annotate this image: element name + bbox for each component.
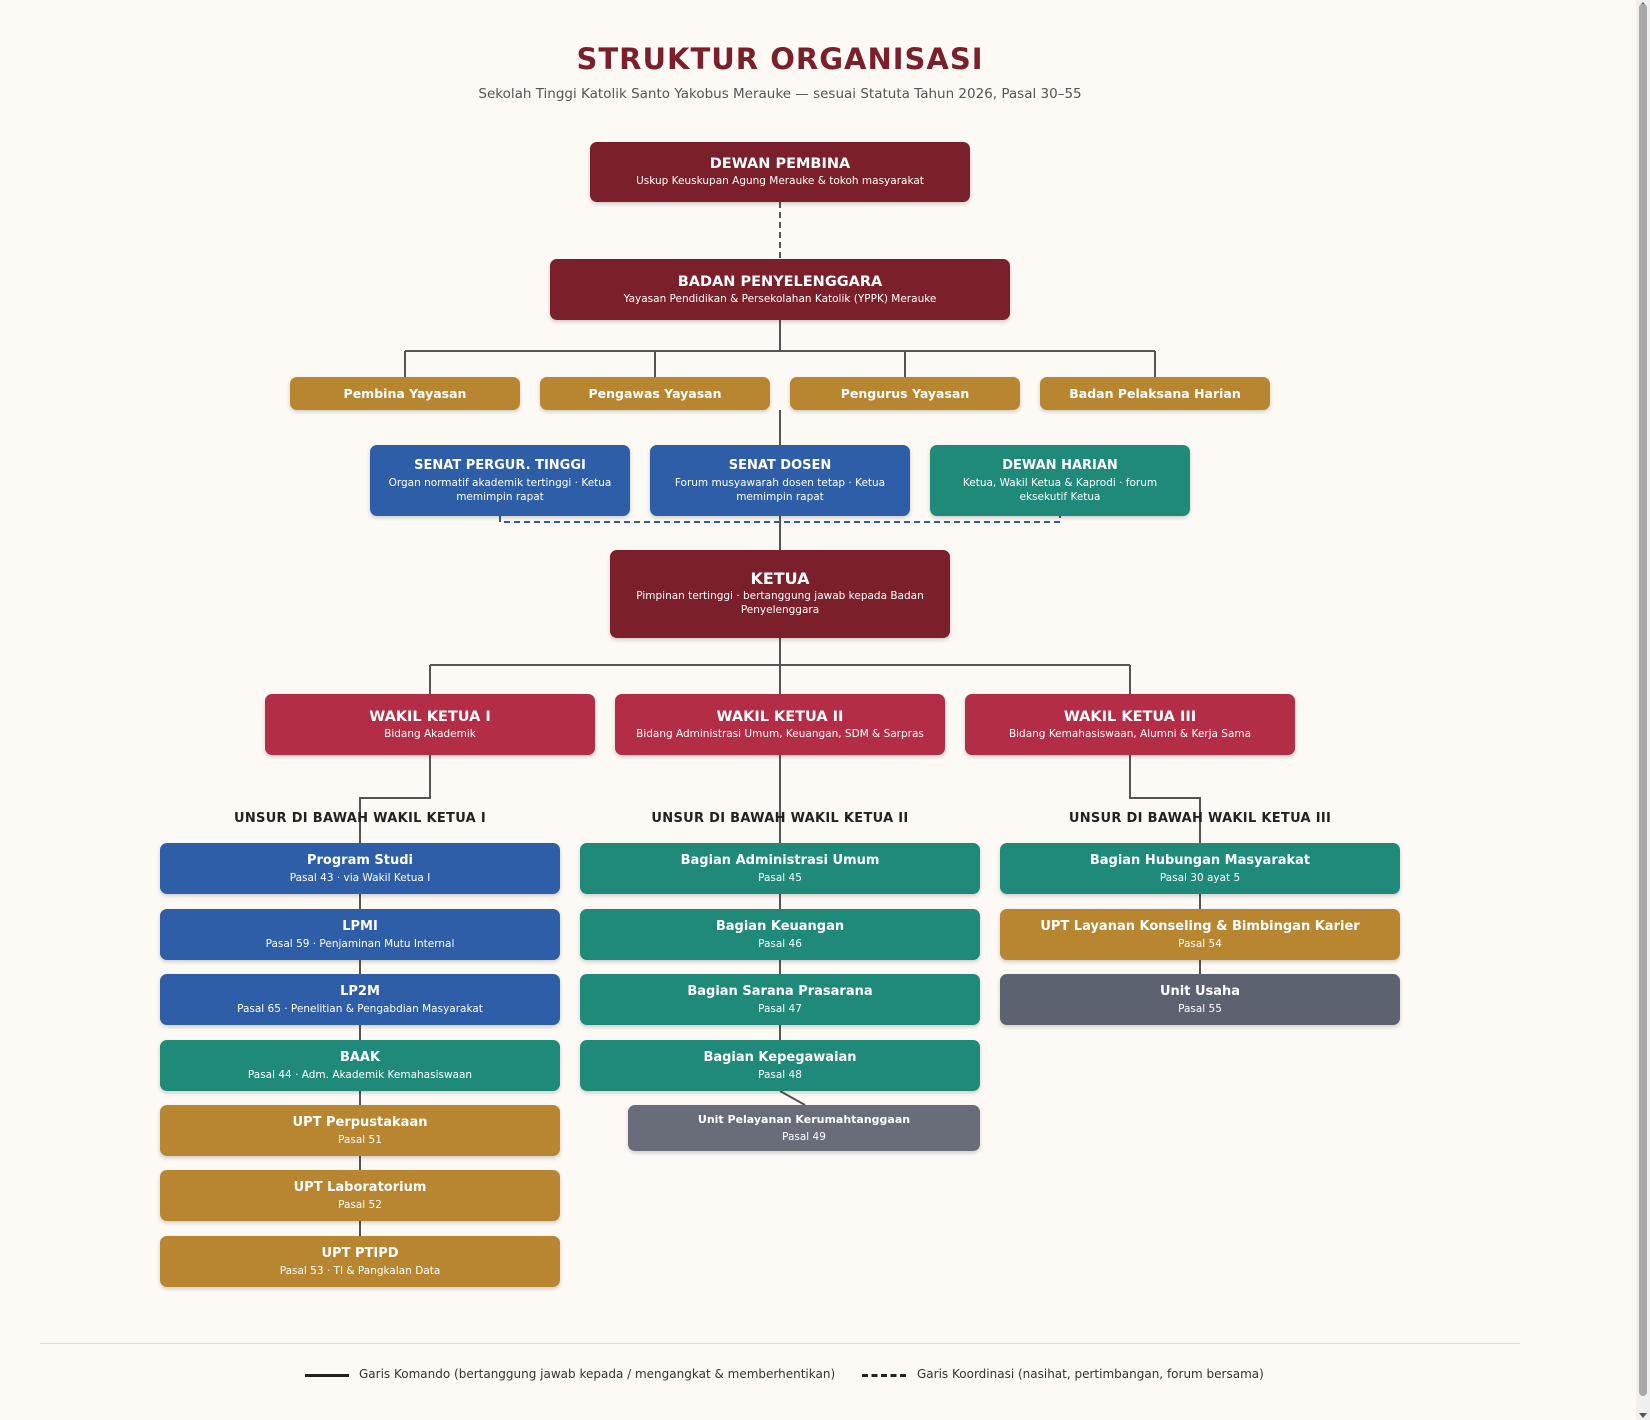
- unit-sub: Pasal 45: [758, 871, 802, 884]
- unit-title: Unit Pelayanan Kerumahtanggaan: [697, 1113, 911, 1126]
- pengawas-yayasan-box: Pengawas Yayasan: [540, 377, 770, 410]
- vertical-scrollbar[interactable]: [1636, 0, 1650, 1420]
- wakil-ketua-3-title: WAKIL KETUA III: [1063, 708, 1197, 725]
- line-col2-sub: [779, 1090, 806, 1106]
- unit-bagian-administrasi-umum: Bagian Administrasi Umum Pasal 45: [580, 843, 980, 894]
- unit-title: Bagian Kepegawaian: [703, 1049, 857, 1065]
- senat-dosen-title: SENAT DOSEN: [728, 457, 832, 473]
- ketua-box: KETUA Pimpinan tertinggi · bertanggung j…: [610, 550, 950, 638]
- unit-title: Bagian Keuangan: [715, 918, 845, 934]
- unit-title: BAAK: [339, 1049, 381, 1065]
- unit-title: UPT Layanan Konseling & Bimbingan Karier: [1040, 918, 1360, 934]
- badan-penyelenggara-box: BADAN PENYELENGGARA Yayasan Pendidikan &…: [550, 259, 1010, 320]
- legend-solid-line: [305, 1374, 349, 1377]
- senat-pt-box: SENAT PERGUR. TINGGI Organ normatif akad…: [370, 445, 630, 516]
- wakil-ketua-3-box: WAKIL KETUA III Bidang Kemahasiswaan, Al…: [965, 694, 1295, 755]
- page-title: STRUKTUR ORGANISASI: [576, 42, 984, 76]
- unit-title: Unit Usaha: [1159, 983, 1241, 999]
- unit-upt-layanan-konseling: UPT Layanan Konseling & Bimbingan Karier…: [1000, 909, 1400, 960]
- legend-komando-label: Garis Komando (bertanggung jawab kepada …: [359, 1367, 836, 1381]
- unit-sub: Pasal 30 ayat 5: [1159, 871, 1241, 884]
- unit-title: LPMI: [342, 918, 378, 934]
- unit-sub: Pasal 59 · Penjaminan Mutu Internal: [265, 937, 455, 950]
- unit-title: Program Studi: [306, 852, 414, 868]
- pembina-yayasan-label: Pembina Yayasan: [343, 385, 467, 401]
- pengurus-yayasan-box: Pengurus Yayasan: [790, 377, 1020, 410]
- unit-title: Bagian Sarana Prasarana: [687, 983, 873, 999]
- unit-sub: Pasal 48: [758, 1068, 802, 1081]
- wakil-ketua-2-box: WAKIL KETUA II Bidang Administrasi Umum,…: [615, 694, 945, 755]
- wakil-ketua-1-box: WAKIL KETUA I Bidang Akademik: [265, 694, 595, 755]
- unit-bagian-sarana-prasarana: Bagian Sarana Prasarana Pasal 47: [580, 974, 980, 1025]
- pembina-yayasan-box: Pembina Yayasan: [290, 377, 520, 410]
- unit-baak: BAAK Pasal 44 · Adm. Akademik Kemahasisw…: [160, 1040, 560, 1091]
- unit-upt-perpustakaan: UPT Perpustakaan Pasal 51: [160, 1105, 560, 1156]
- unit-sub: Pasal 47: [758, 1002, 802, 1015]
- heading-wakil-3: UNSUR DI BAWAH WAKIL KETUA III: [1068, 811, 1332, 826]
- heading-wakil-1: UNSUR DI BAWAH WAKIL KETUA I: [234, 811, 486, 826]
- unit-sub: Pasal 43 · via Wakil Ketua I: [289, 871, 431, 884]
- scroll-down-icon[interactable]: [1639, 1413, 1647, 1418]
- dewan-harian-sub: Ketua, Wakil Ketua & Kaprodi · forum eks…: [962, 476, 1158, 503]
- unit-usaha: Unit Usaha Pasal 55: [1000, 974, 1400, 1025]
- pengawas-yayasan-label: Pengawas Yayasan: [588, 385, 722, 401]
- unit-title: Bagian Hubungan Masyarakat: [1089, 852, 1311, 868]
- unit-lp2m: LP2M Pasal 65 · Penelitian & Pengabdian …: [160, 974, 560, 1025]
- senat-pt-sub: Organ normatif akademik tertinggi · Ketu…: [388, 476, 612, 503]
- badan-pelaksana-harian-label: Badan Pelaksana Harian: [1069, 385, 1241, 401]
- unit-upt-laboratorium: UPT Laboratorium Pasal 52: [160, 1170, 560, 1221]
- wakil-ketua-2-title: WAKIL KETUA II: [716, 708, 844, 725]
- unit-sub: Pasal 49: [782, 1131, 826, 1143]
- dewan-pembina-sub: Uskup Keuskupan Agung Merauke & tokoh ma…: [636, 175, 924, 187]
- senat-dosen-sub: Forum musyawarah dosen tetap · Ketua mem…: [674, 476, 886, 503]
- wakil-ketua-3-sub: Bidang Kemahasiswaan, Alumni & Kerja Sam…: [1008, 727, 1252, 740]
- wakil-ketua-1-title: WAKIL KETUA I: [369, 708, 491, 725]
- legend-divider: [40, 1343, 1520, 1344]
- wakil-ketua-1-sub: Bidang Akademik: [384, 727, 476, 740]
- unit-program-studi: Program Studi Pasal 43 · via Wakil Ketua…: [160, 843, 560, 894]
- unit-title: Bagian Administrasi Umum: [680, 852, 880, 868]
- unit-title: LP2M: [340, 983, 380, 999]
- dewan-pembina-title: DEWAN PEMBINA: [709, 156, 851, 172]
- badan-title: BADAN PENYELENGGARA: [677, 273, 883, 290]
- unit-sub: Pasal 46: [758, 937, 802, 950]
- badan-pelaksana-harian-box: Badan Pelaksana Harian: [1040, 377, 1270, 410]
- unit-title: UPT PTIPD: [321, 1245, 399, 1261]
- line-wakil1-col1: [359, 755, 431, 843]
- unit-sub: Pasal 53 · TI & Pangkalan Data: [279, 1264, 441, 1277]
- ketua-title: KETUA: [750, 569, 810, 588]
- page-subtitle: Sekolah Tinggi Katolik Santo Yakobus Mer…: [478, 86, 1082, 102]
- unit-sub: Pasal 54: [1178, 937, 1222, 950]
- line-koordinasi-senat: [499, 516, 1061, 523]
- wakil-ketua-2-sub: Bidang Administrasi Umum, Keuangan, SDM …: [636, 727, 924, 740]
- unit-sub: Pasal 51: [338, 1133, 382, 1146]
- unit-title: UPT Perpustakaan: [292, 1114, 428, 1130]
- legend-dashed-line: [862, 1374, 906, 1377]
- dewan-harian-title: DEWAN HARIAN: [1002, 457, 1118, 473]
- unit-upt-ptipd: UPT PTIPD Pasal 53 · TI & Pangkalan Data: [160, 1236, 560, 1287]
- unit-lpmi: LPMI Pasal 59 · Penjaminan Mutu Internal: [160, 909, 560, 960]
- senat-dosen-box: SENAT DOSEN Forum musyawarah dosen tetap…: [650, 445, 910, 516]
- dewan-harian-box: DEWAN HARIAN Ketua, Wakil Ketua & Kaprod…: [930, 445, 1190, 516]
- unit-sub: Pasal 44 · Adm. Akademik Kemahasiswaan: [247, 1068, 473, 1081]
- unit-sub: Pasal 55: [1178, 1002, 1222, 1015]
- senat-pt-title: SENAT PERGUR. TINGGI: [414, 457, 586, 473]
- line-wakil3-col3: [1129, 755, 1201, 843]
- unit-pelayanan-kerumahtanggaan: Unit Pelayanan Kerumahtanggaan Pasal 49: [628, 1105, 980, 1151]
- legend-koordinasi-label: Garis Koordinasi (nasihat, pertimbangan,…: [917, 1367, 1264, 1381]
- pengurus-yayasan-label: Pengurus Yayasan: [840, 385, 970, 401]
- badan-sub: Yayasan Pendidikan & Persekolahan Katoli…: [623, 292, 937, 305]
- unit-bagian-kepegawaian: Bagian Kepegawaian Pasal 48: [580, 1040, 980, 1091]
- dewan-pembina-box: DEWAN PEMBINA Uskup Keuskupan Agung Mera…: [590, 142, 970, 202]
- unit-sub: Pasal 52: [338, 1198, 382, 1211]
- heading-wakil-2: UNSUR DI BAWAH WAKIL KETUA II: [651, 811, 909, 826]
- ketua-sub: Pimpinan tertinggi · bertanggung jawab k…: [636, 590, 924, 616]
- unit-bagian-hubungan-masyarakat: Bagian Hubungan Masyarakat Pasal 30 ayat…: [1000, 843, 1400, 894]
- unit-title: UPT Laboratorium: [293, 1179, 427, 1195]
- unit-sub: Pasal 65 · Penelitian & Pengabdian Masya…: [237, 1002, 483, 1015]
- unit-bagian-keuangan: Bagian Keuangan Pasal 46: [580, 909, 980, 960]
- scrollbar-thumb[interactable]: [1639, 4, 1647, 1396]
